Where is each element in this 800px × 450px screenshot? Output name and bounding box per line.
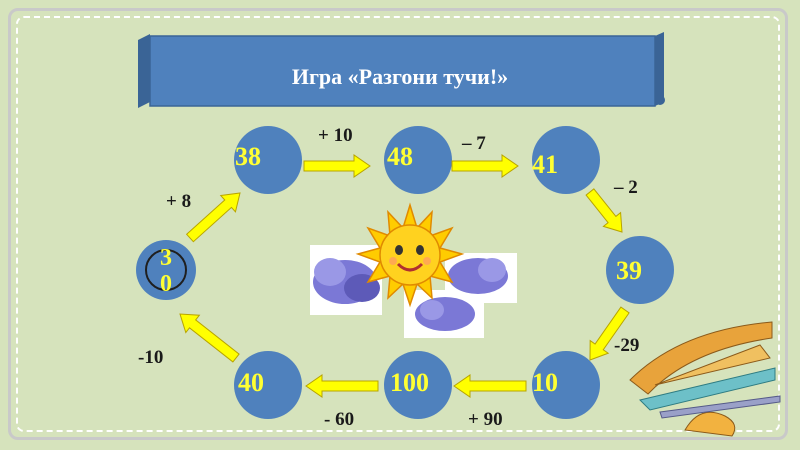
title-banner xyxy=(138,32,665,108)
node-value-6: 100 xyxy=(390,368,429,397)
arrow-icon-4 xyxy=(585,188,623,233)
arrow-icon-1 xyxy=(185,192,241,243)
operation-label-1: + 8 xyxy=(166,191,192,212)
number-node-3[interactable] xyxy=(532,126,600,194)
number-node-5[interactable] xyxy=(532,351,600,419)
operation-label-3: – 7 xyxy=(462,133,486,154)
arrow-icon-5 xyxy=(589,306,630,361)
arrow-icon-7 xyxy=(305,374,379,398)
start-node[interactable] xyxy=(136,240,196,300)
operation-label-6: + 90 xyxy=(468,409,503,430)
node-value-2: 48 xyxy=(387,142,413,171)
cloud-icon-bottom xyxy=(415,297,475,331)
operation-label-5: -29 xyxy=(614,335,640,356)
ruler-protractor-picture xyxy=(629,321,781,437)
node-value-5: 10 xyxy=(532,368,558,397)
arrow-icon-6 xyxy=(453,374,527,398)
sun-with-clouds-picture xyxy=(310,202,517,338)
arrow-icon-3 xyxy=(451,154,519,178)
start-value-digit-2: 0 xyxy=(160,271,172,297)
cloud-icon-left xyxy=(313,258,380,304)
number-node-2[interactable] xyxy=(384,126,452,194)
operation-label-2: + 10 xyxy=(318,125,353,146)
number-node-4[interactable] xyxy=(606,236,674,304)
number-node-7[interactable] xyxy=(234,351,302,419)
game-title: Игра «Разгони тучи!» xyxy=(291,64,509,89)
slide-frame-dashed xyxy=(16,16,780,432)
sun-icon xyxy=(355,202,465,308)
start-value-digit-1: 3 xyxy=(160,245,172,271)
arrow-icon-2 xyxy=(303,154,371,178)
node-value-7: 40 xyxy=(238,368,264,397)
slide-frame xyxy=(8,8,788,440)
start-node-ring xyxy=(145,249,187,291)
cloud-icon-right xyxy=(448,258,508,294)
operation-label-8: -10 xyxy=(138,347,164,368)
number-node-1[interactable] xyxy=(234,126,302,194)
node-value-4: 39 xyxy=(616,256,642,285)
operation-label-7: - 60 xyxy=(324,409,355,430)
arrow-icon-8 xyxy=(179,313,240,363)
node-value-1: 38 xyxy=(235,142,261,171)
number-node-6[interactable] xyxy=(384,351,452,419)
node-value-3: 41 xyxy=(532,150,558,179)
operation-label-4: – 2 xyxy=(614,177,638,198)
